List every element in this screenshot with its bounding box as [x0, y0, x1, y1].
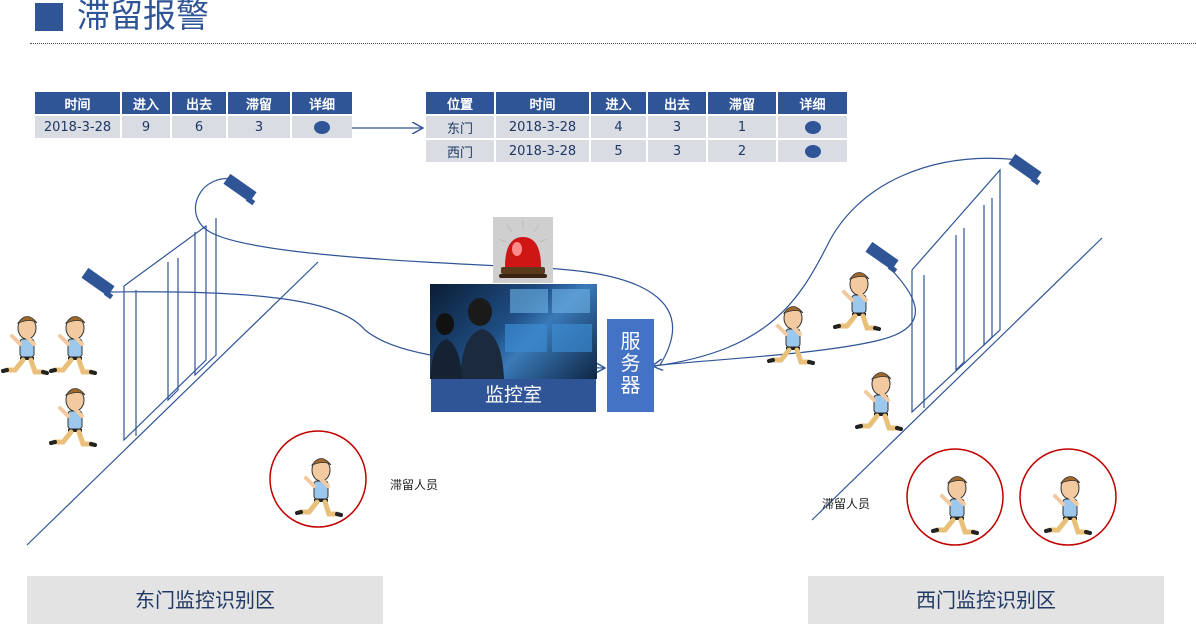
camera-icon	[1008, 153, 1042, 186]
zone-east-label: 东门监控识别区	[27, 576, 383, 624]
cell-out: 3	[648, 116, 706, 138]
person-icon	[51, 317, 95, 374]
server-node: 服务器	[607, 319, 654, 412]
col-header: 详细	[778, 92, 847, 114]
title-marker	[35, 3, 63, 31]
stay-alert-circle	[906, 448, 1004, 546]
person-icon	[3, 317, 47, 374]
col-header: 位置	[426, 92, 494, 114]
col-header: 出去	[648, 92, 706, 114]
person-icon	[297, 459, 341, 516]
cell-in: 9	[122, 116, 170, 138]
stay-alert-circle	[269, 430, 367, 528]
cell-in: 5	[591, 140, 646, 162]
cell-out: 6	[172, 116, 226, 138]
server-label: 服务器	[620, 329, 641, 397]
col-header: 出去	[172, 92, 226, 114]
cell-in: 4	[591, 116, 646, 138]
person-icon	[51, 389, 95, 446]
zone-west-label: 西门监控识别区	[808, 576, 1164, 624]
cell-detail[interactable]	[778, 116, 847, 138]
col-header: 滞留	[228, 92, 290, 114]
detail-dot-icon[interactable]	[804, 120, 821, 134]
cell-detail[interactable]	[778, 140, 847, 162]
person-icon	[933, 477, 977, 534]
stay-person-label-west: 滞留人员	[822, 497, 871, 511]
table-row: 西门 2018-3-28 5 3 2	[426, 140, 847, 162]
alarm-light-icon	[493, 217, 553, 283]
cell-time: 2018-3-28	[35, 116, 120, 138]
detail-dot-icon[interactable]	[804, 144, 821, 158]
summary-table: 时间 进入 出去 滞留 详细 2018-3-28 9 6 3	[33, 90, 354, 140]
west-gate	[811, 168, 1103, 521]
title-divider	[30, 43, 1196, 44]
detail-table: 位置 时间 进入 出去 滞留 详细 东门 2018-3-28 4 3 1 西门 …	[424, 90, 849, 164]
person-icon	[857, 373, 901, 430]
page-title: 滞留报警	[77, 0, 209, 35]
cell-time: 2018-3-28	[496, 116, 589, 138]
cell-detail[interactable]	[292, 116, 352, 138]
cell-stay: 1	[708, 116, 776, 138]
cell-stay: 2	[708, 140, 776, 162]
camera-icon	[81, 267, 115, 300]
person-icon	[835, 273, 879, 330]
east-gate	[26, 218, 319, 546]
col-header: 滞留	[708, 92, 776, 114]
monitor-room-label: 监控室	[431, 379, 596, 412]
col-header: 时间	[496, 92, 589, 114]
cell-stay: 3	[228, 116, 290, 138]
col-header: 详细	[292, 92, 352, 114]
stay-person-label-east: 滞留人员	[390, 478, 439, 492]
col-header: 进入	[591, 92, 646, 114]
cell-location: 西门	[426, 140, 494, 162]
table-row: 东门 2018-3-28 4 3 1	[426, 116, 847, 138]
col-header: 时间	[35, 92, 120, 114]
col-header: 进入	[122, 92, 170, 114]
monitor-room-photo	[430, 284, 597, 379]
cell-time: 2018-3-28	[496, 140, 589, 162]
stay-alert-circle	[1019, 448, 1117, 546]
detail-dot-icon[interactable]	[314, 120, 330, 134]
person-icon	[1046, 477, 1090, 534]
cell-out: 3	[648, 140, 706, 162]
camera-icon	[865, 241, 899, 274]
table-row: 2018-3-28 9 6 3	[35, 116, 352, 138]
cell-location: 东门	[426, 116, 494, 138]
